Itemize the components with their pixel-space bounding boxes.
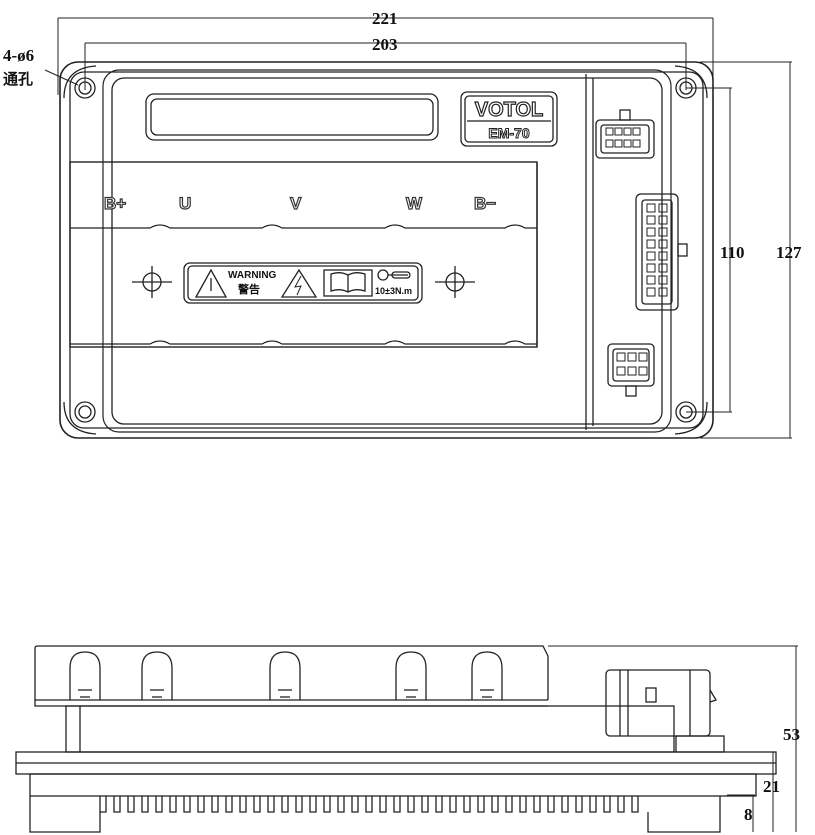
dim-side-fin-height: 8 <box>744 805 753 824</box>
warning-chinese: 警告 <box>237 282 260 296</box>
dim-overall-height: 127 <box>776 243 802 262</box>
terminal-b-minus: B− <box>474 194 496 213</box>
warning-title: WARNING <box>228 270 277 281</box>
terminal-u: U <box>179 194 191 213</box>
dim-overall-width: 221 <box>372 9 398 28</box>
mount-holes <box>63 65 708 435</box>
side-view <box>15 645 798 833</box>
holes-note-line2: 通孔 <box>3 70 33 88</box>
top-view <box>44 17 792 439</box>
crosshair-marks <box>132 266 475 298</box>
holes-note-line1: 4-ø6 <box>3 46 34 65</box>
brand-name: VOTOL <box>475 99 544 121</box>
brand-model: EM-70 <box>488 125 529 141</box>
terminal-b-plus: B+ <box>104 194 126 213</box>
dim-side-base-height: 21 <box>763 777 780 796</box>
dim-hole-spacing-height: 110 <box>720 243 745 262</box>
warning-torque: 10±3N.m <box>375 286 412 296</box>
dim-side-total-height: 53 <box>783 725 800 744</box>
terminal-w: W <box>406 194 423 213</box>
terminal-v: V <box>290 194 302 213</box>
cooling-fins <box>99 796 639 813</box>
dim-hole-spacing-width: 203 <box>372 35 398 54</box>
terminal-bolts <box>69 651 503 700</box>
